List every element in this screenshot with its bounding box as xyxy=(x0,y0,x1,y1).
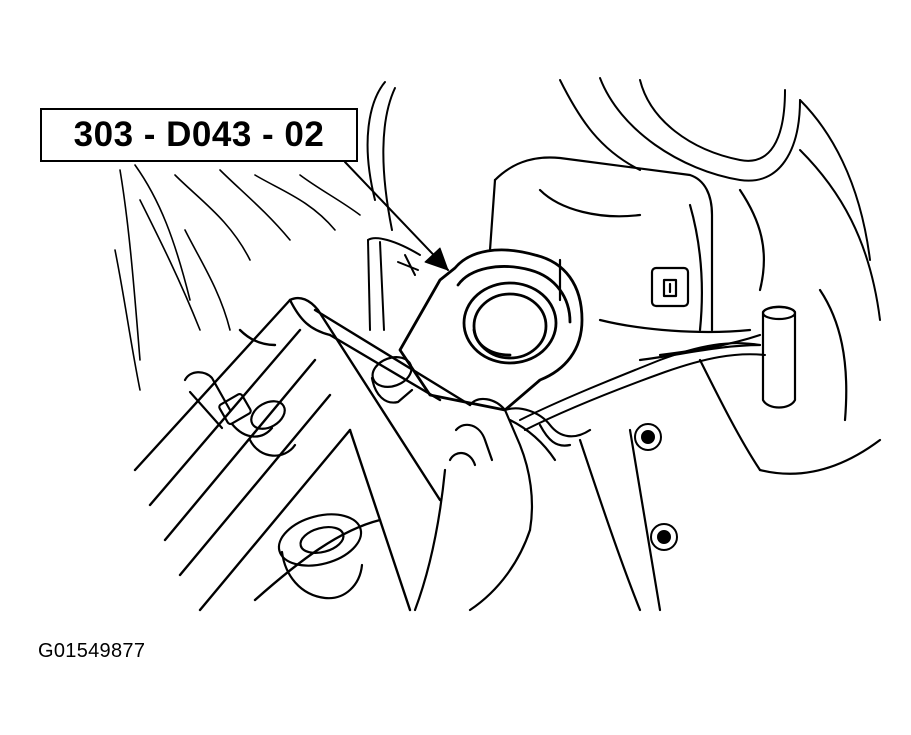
background-shading-left xyxy=(114,164,361,391)
figure-id: G01549877 xyxy=(38,640,146,662)
technician-hand xyxy=(413,397,592,612)
tool-bracket xyxy=(367,237,421,331)
tool-number-label: 303 - D043 - 02 xyxy=(73,115,325,154)
special-tool xyxy=(398,248,584,412)
left-stud xyxy=(183,371,297,457)
rear-cover xyxy=(488,156,766,334)
callout-leader xyxy=(344,161,449,271)
cover-gasket xyxy=(519,342,766,431)
bolt-lower xyxy=(650,523,678,551)
tool-number-callout: 303 - D043 - 02 xyxy=(40,108,358,162)
cylinder-head xyxy=(133,296,472,612)
camshaft-boss xyxy=(370,356,414,404)
round-fitting xyxy=(277,513,364,600)
upper-housing xyxy=(366,77,881,321)
bolt-upper xyxy=(634,423,662,451)
right-components xyxy=(578,288,882,612)
